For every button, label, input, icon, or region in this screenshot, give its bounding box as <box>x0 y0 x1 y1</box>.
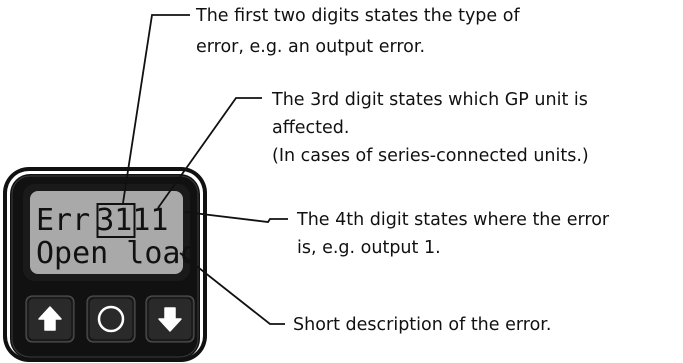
annotation-third-digit-line-2: affected. <box>272 118 349 138</box>
display-err-word: Err <box>36 203 90 238</box>
leader-line-fourth-digit <box>184 211 288 223</box>
ok-button[interactable] <box>86 295 136 343</box>
leader-line-description <box>179 252 285 325</box>
display-error-type-digits: 31 <box>96 203 132 238</box>
down-button[interactable] <box>145 295 195 343</box>
arrow-up-icon <box>38 306 62 331</box>
leader-line-third-digit <box>157 97 262 209</box>
up-button[interactable] <box>25 295 75 343</box>
display-remaining-digits: 11 <box>132 203 168 238</box>
display-line-2: Open load <box>36 236 199 271</box>
leader-line-first-two-digits <box>122 14 190 204</box>
annotation-third-digit-line-3: (In cases of series-connected units.) <box>272 146 589 166</box>
digit-highlight-box <box>96 203 136 238</box>
arrow-down-icon <box>158 307 182 332</box>
annotation-fourth-digit-line-2: is, e.g. output 1. <box>297 238 441 258</box>
circle-icon <box>97 305 125 333</box>
display-screen <box>30 191 183 274</box>
annotation-first-two-digits-line-1: The first two digits states the type of <box>195 6 520 26</box>
annotation-first-two-digits-line-2: error, e.g. an output error. <box>196 37 425 57</box>
annotation-fourth-digit-line-1: The 4th digit states where the error <box>296 210 610 230</box>
annotation-third-digit-line-1: The 3rd digit states which GP unit is <box>271 90 588 110</box>
annotation-description-line-1: Short description of the error. <box>293 315 551 335</box>
